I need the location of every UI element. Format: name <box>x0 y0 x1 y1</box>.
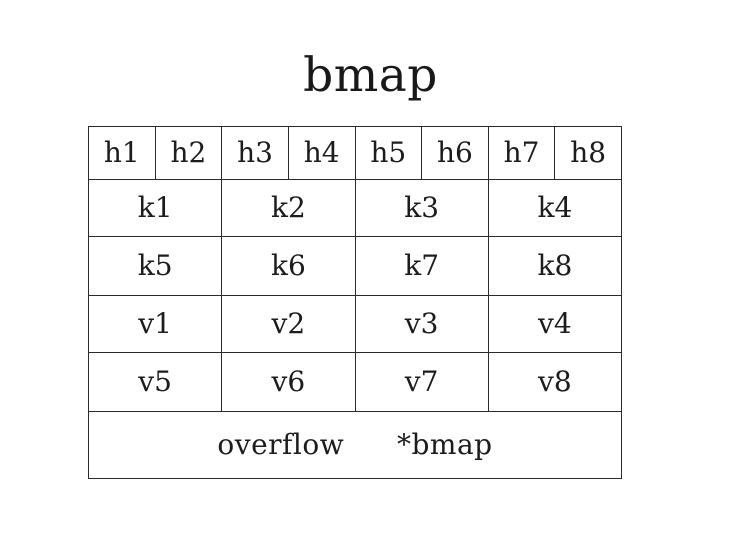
tophash-cell-h2: h2 <box>154 126 223 180</box>
values-row-1: v1 v2 v3 v4 <box>87 295 623 353</box>
value-cell-v5: v5 <box>87 352 223 412</box>
key-cell-k7: k7 <box>354 236 489 296</box>
value-cell-v1: v1 <box>87 295 223 353</box>
tophash-cell-h5: h5 <box>354 126 423 180</box>
value-cell-v2: v2 <box>221 295 356 353</box>
key-cell-k4: k4 <box>487 179 623 237</box>
overflow-label: overflow <box>217 428 345 461</box>
overflow-row: overflow *bmap <box>88 411 622 479</box>
overflow-pointer-label: *bmap <box>397 428 493 461</box>
tophash-cell-h6: h6 <box>421 126 489 180</box>
tophash-cell-h3: h3 <box>221 126 289 180</box>
bmap-struct-table: h1 h2 h3 h4 h5 h6 h7 h8 k1 k2 k3 k4 k5 k… <box>87 126 623 479</box>
values-row-2: v5 v6 v7 v8 <box>87 352 623 412</box>
value-cell-v7: v7 <box>354 352 489 412</box>
value-cell-v8: v8 <box>487 352 623 412</box>
key-cell-k5: k5 <box>87 236 223 296</box>
value-cell-v3: v3 <box>354 295 489 353</box>
diagram-title: bmap <box>303 48 438 103</box>
value-cell-v6: v6 <box>221 352 356 412</box>
tophash-cell-h4: h4 <box>287 126 356 180</box>
key-cell-k3: k3 <box>354 179 489 237</box>
key-cell-k8: k8 <box>487 236 623 296</box>
tophash-cell-h1: h1 <box>88 126 156 180</box>
keys-row-1: k1 k2 k3 k4 <box>87 179 623 237</box>
tophash-cell-h7: h7 <box>487 126 556 180</box>
tophash-row: h1 h2 h3 h4 h5 h6 h7 h8 <box>88 126 622 180</box>
value-cell-v4: v4 <box>487 295 623 353</box>
key-cell-k2: k2 <box>221 179 356 237</box>
overflow-cell: overflow *bmap <box>88 411 622 479</box>
key-cell-k1: k1 <box>87 179 223 237</box>
keys-row-2: k5 k6 k7 k8 <box>87 236 623 296</box>
key-cell-k6: k6 <box>221 236 356 296</box>
tophash-cell-h8: h8 <box>554 126 622 180</box>
